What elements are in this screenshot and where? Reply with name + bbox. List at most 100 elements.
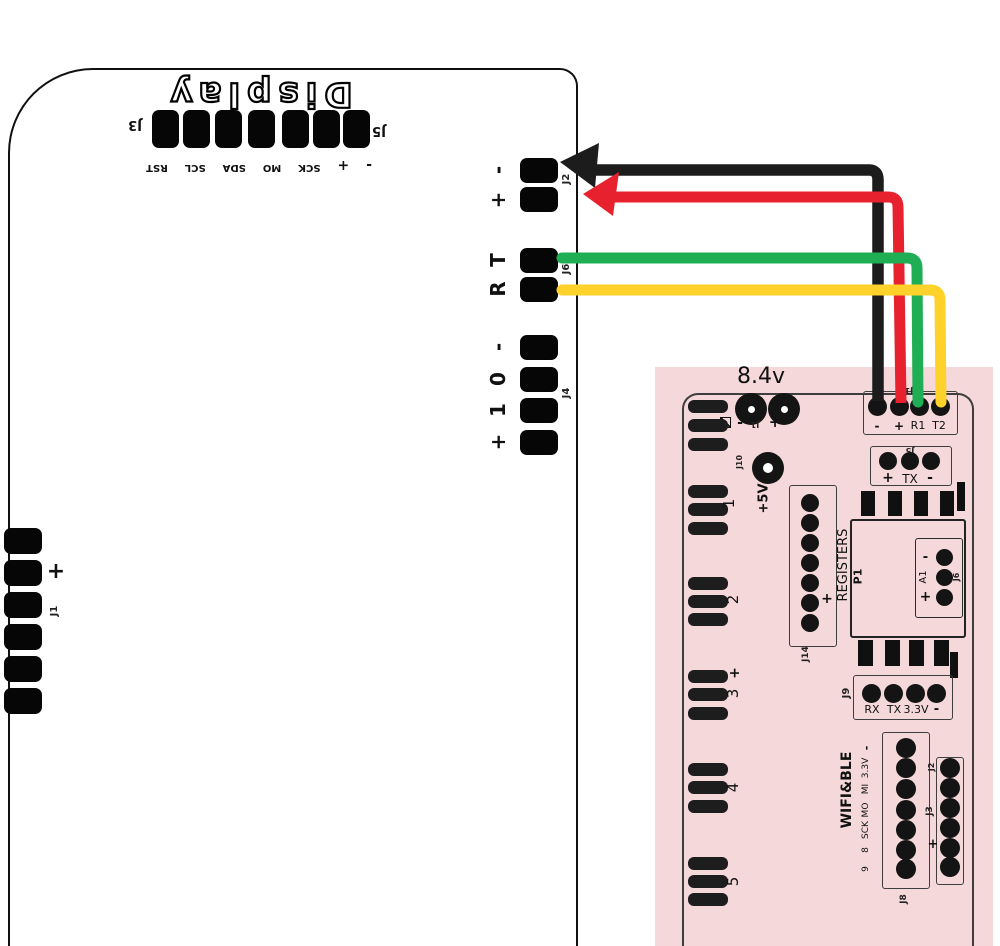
pad	[520, 335, 558, 360]
voltage-5v-label: +5V	[756, 483, 772, 514]
pad	[343, 110, 370, 148]
pad	[688, 577, 728, 590]
connector-label-j4: J4	[561, 387, 572, 399]
connector-label-j6: J6	[561, 263, 572, 275]
pad	[520, 430, 558, 455]
pad	[688, 763, 728, 776]
pad	[4, 592, 42, 618]
pad	[520, 277, 558, 302]
channel-label-2: 2	[724, 594, 742, 605]
connector-label-j13: J13	[898, 386, 914, 395]
pin-label-plus: +	[768, 413, 782, 431]
pad	[862, 684, 881, 703]
pin-label-0: 0	[486, 372, 510, 386]
pin-label-minus: -	[486, 165, 510, 175]
connector-box	[870, 446, 952, 486]
pad	[4, 656, 42, 682]
pad	[801, 594, 819, 612]
p1-label: P1	[851, 568, 865, 585]
pin-label-t2: T2	[932, 419, 946, 432]
registers-label: REGISTERS	[835, 528, 851, 602]
pad	[520, 158, 558, 183]
pad	[896, 758, 916, 778]
connector-box	[936, 757, 964, 885]
connector-label-j9: J9	[841, 687, 852, 699]
connector-box	[882, 732, 930, 889]
pad	[940, 798, 960, 818]
pin-label-r1: R1	[910, 419, 926, 432]
pad	[940, 857, 960, 877]
voltage-label: 8.4v	[736, 364, 785, 389]
pad	[183, 110, 210, 148]
pad	[801, 494, 819, 512]
pin-label-plus: +	[882, 470, 894, 486]
pad	[688, 485, 728, 498]
pin-label-a1: A1	[918, 570, 929, 584]
pad	[801, 574, 819, 592]
connector-label-j1: J1	[49, 605, 60, 617]
pad	[520, 367, 558, 392]
pin-label-minus: -	[933, 701, 940, 717]
pad	[801, 534, 819, 552]
pad	[520, 248, 558, 273]
pad	[688, 875, 728, 888]
connector-label-j14: J14	[800, 646, 811, 662]
pad	[688, 893, 728, 906]
connector-label-j5: J5	[372, 123, 386, 139]
connector-label-j3: J3	[924, 806, 935, 816]
pad	[936, 549, 953, 566]
pad	[688, 522, 728, 535]
pad	[4, 688, 42, 714]
pin-label: MO	[262, 162, 282, 173]
connector-box	[853, 675, 953, 720]
pad	[879, 452, 897, 470]
pin-label-plus: +	[46, 559, 66, 584]
wire-red-arrow	[583, 172, 619, 216]
wifi-ble-label: WIFI&BLE	[839, 751, 855, 829]
pad	[861, 491, 875, 516]
pad	[940, 778, 960, 798]
channel-label-1: 1	[720, 498, 738, 509]
pin-label: +	[337, 157, 350, 173]
pad	[688, 595, 728, 608]
pad	[4, 624, 42, 650]
pad	[688, 438, 728, 451]
pad	[896, 820, 916, 840]
pad	[940, 818, 960, 838]
pin-label: SDA	[222, 162, 246, 173]
channel-label-4: 4	[724, 782, 742, 793]
pin-label: -	[366, 157, 372, 173]
pad	[282, 110, 309, 148]
pad	[931, 397, 950, 416]
pad	[688, 800, 728, 813]
pad	[950, 652, 958, 678]
pin-label: RST	[146, 162, 168, 173]
header-pin-labels: RST SCL SDA MO SCK + -	[146, 157, 372, 173]
pad	[4, 560, 42, 586]
pin-label-minus: -	[486, 342, 510, 352]
pad	[215, 110, 242, 148]
pad	[906, 684, 925, 703]
pad	[248, 110, 275, 148]
pad	[896, 738, 916, 758]
channel-label-5: 5	[724, 876, 742, 887]
pad	[940, 838, 960, 858]
connector-box	[915, 538, 963, 618]
pin-label-minus: -	[922, 549, 929, 565]
pin-label-9: 9	[860, 866, 871, 872]
pad	[888, 491, 902, 516]
pad	[901, 452, 919, 470]
connector-label-j8: J8	[898, 894, 909, 904]
p1-box	[850, 519, 966, 638]
pin-label-tx: TX	[886, 703, 902, 716]
pin-label: SCL	[184, 162, 206, 173]
pad	[313, 110, 340, 148]
pad	[688, 707, 728, 720]
connector-label-j10: J10	[735, 454, 744, 470]
pad	[688, 688, 728, 701]
buzzer-pad	[752, 452, 784, 484]
pad	[940, 758, 960, 778]
pin-label-tx: TX	[902, 471, 918, 486]
pad	[927, 684, 946, 703]
pad	[688, 857, 728, 870]
